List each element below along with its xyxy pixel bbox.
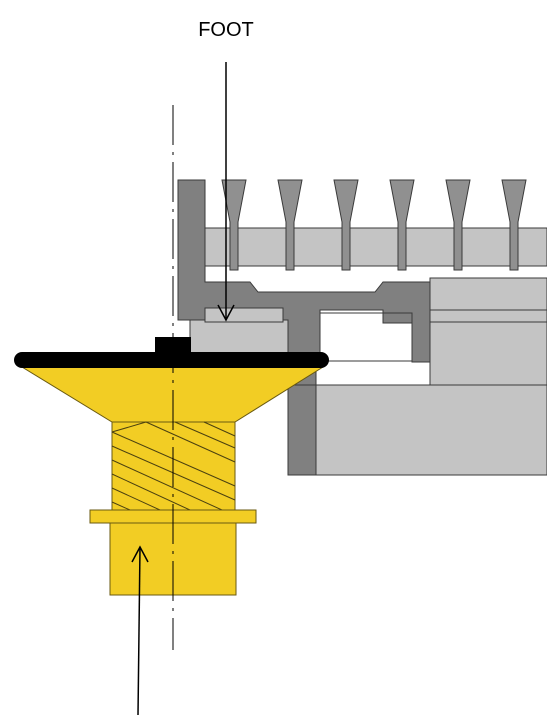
foot-arrow xyxy=(217,62,235,322)
foot-block xyxy=(189,319,289,357)
needle xyxy=(445,179,471,271)
needle xyxy=(501,179,527,271)
right-upper-block xyxy=(429,277,547,311)
needle xyxy=(221,179,247,271)
black-disc xyxy=(14,352,329,368)
needle xyxy=(333,179,359,271)
bottom-arrow xyxy=(131,545,149,716)
disc-assembly xyxy=(14,337,329,596)
machine-body xyxy=(177,179,547,476)
lower-light-block xyxy=(315,384,547,476)
needle xyxy=(389,179,415,271)
needle-row xyxy=(221,179,527,271)
right-mid-block xyxy=(429,309,547,386)
top-rail xyxy=(204,227,547,267)
housing-notch xyxy=(382,312,413,324)
foot-step xyxy=(204,307,284,323)
foot-label: FOOT xyxy=(198,19,254,41)
lower-housing-edge xyxy=(287,384,317,476)
needle xyxy=(277,179,303,271)
